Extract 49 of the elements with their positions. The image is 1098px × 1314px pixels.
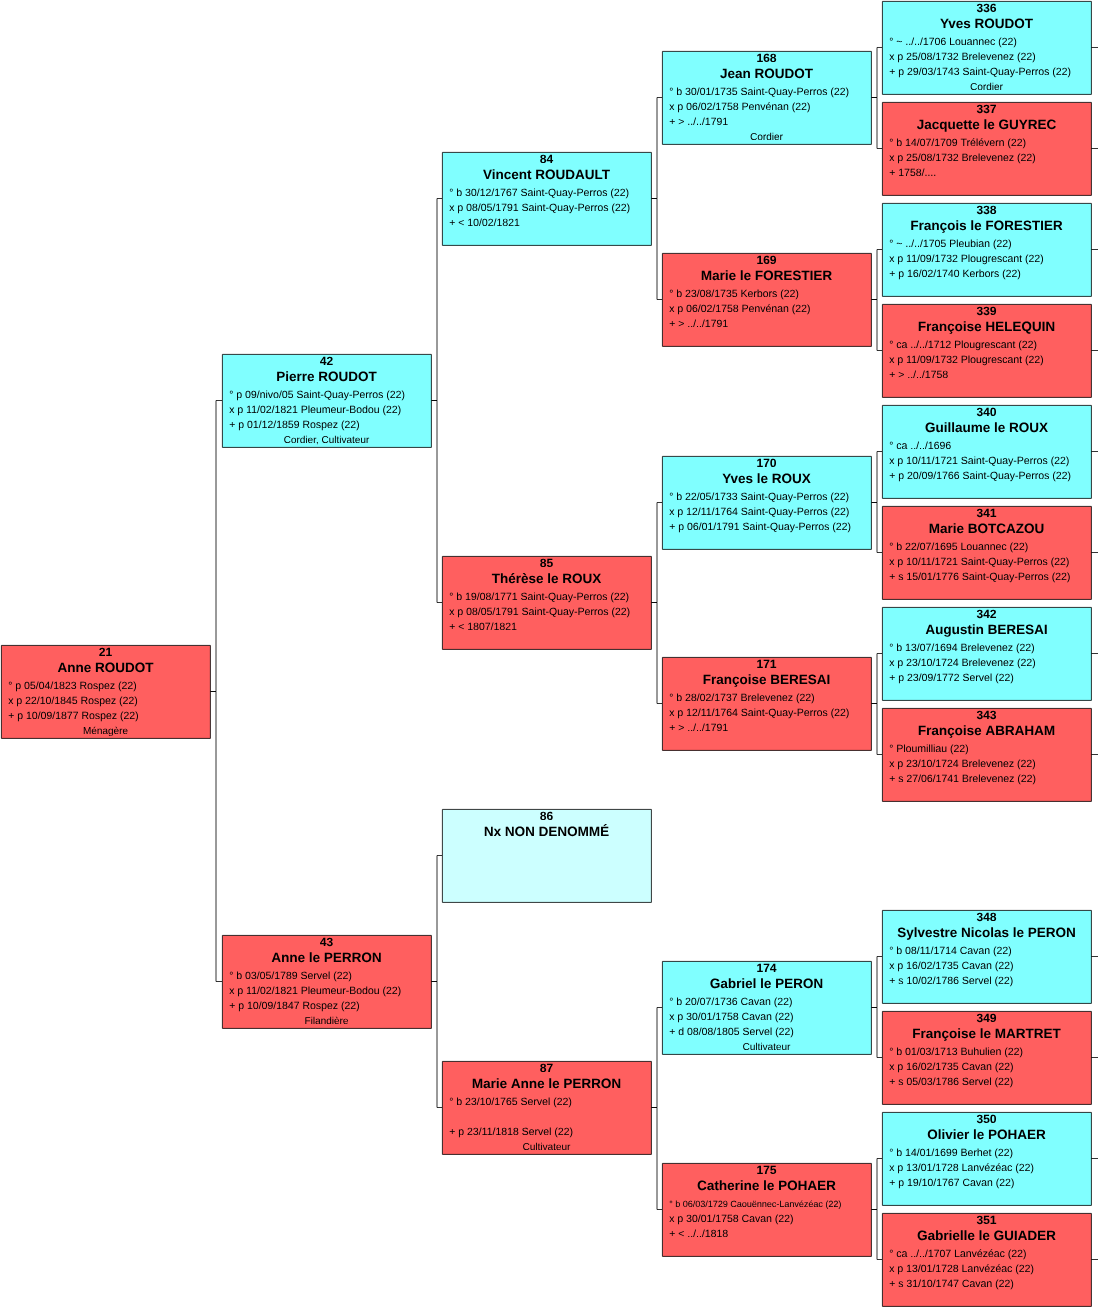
person-box: 348 Sylvestre Nicolas le PERON ° b 08/11/1714 Cavan (22) x p 16/02/1735 Cavan (22) + s 10/02/1786 Servel (22)	[882, 910, 1092, 1004]
connector-stub	[1090, 47, 1098, 48]
connector-stub	[1090, 1158, 1098, 1159]
connector-stub	[1090, 249, 1098, 250]
person-box: 349 Françoise le MARTRET ° b 01/03/1713 Buhulien (22) x p 16/02/1735 Cavan (22) + s 05/03/1786 Servel (22)	[882, 1011, 1092, 1105]
person-box: 339 Françoise HELEQUIN ° ca ../../1712 Plougrescant (22) x p 11/09/1732 Plougrescant (22) + > ../../1758	[882, 304, 1092, 398]
person-box: 174 Gabriel le PERON ° b 20/07/1736 Cavan (22) x p 30/01/1758 Cavan (22) + d 08/08/1805 Servel (22) Cultivateur	[662, 961, 872, 1055]
tree-connector	[870, 502, 883, 553]
person-box: 341 Marie BOTCAZOU ° b 22/07/1695 Louannec (22) x p 10/11/1721 Saint-Quay-Perros (22) + s 15/01/1776 Saint-Quay-Perros (22)	[882, 506, 1092, 600]
person-box: 350 Olivier le POHAER ° b 14/01/1699 Berhet (22) x p 13/01/1728 Lanvézéac (22) + p 19/10/1767 Cavan (22)	[882, 1112, 1092, 1206]
tree-connector	[870, 97, 883, 149]
tree-connector	[870, 299, 883, 351]
person-box: 21 Anne ROUDOT ° p 05/04/1823 Rospez (22) x p 22/10/1845 Rospez (22) + p 10/09/1877 Rospez (22) Ménagère	[1, 645, 211, 739]
tree-connector	[870, 1209, 883, 1260]
person-box: 85 Thérèse le ROUX ° b 19/08/1771 Saint-Quay-Perros (22) x p 08/05/1791 Saint-Quay-Perros (22) + < 1807/1821	[442, 556, 652, 650]
person-box: 169 Marie le FORESTIER ° b 23/08/1735 Kerbors (22) x p 06/02/1758 Penvénan (22) + > ../../1791	[662, 253, 872, 347]
tree-connector	[650, 602, 663, 704]
connector-stub	[1090, 552, 1098, 553]
connector-stub	[1090, 350, 1098, 351]
person-box: 171 Françoise BERESAI ° b 28/02/1737 Brelevenez (22) x p 12/11/1764 Saint-Quay-Perros (22) + > ../../1791	[662, 657, 872, 751]
connector-stub	[1090, 754, 1098, 755]
tree-connector	[870, 703, 883, 755]
connector-stub	[1090, 148, 1098, 149]
person-box: 43 Anne le PERRON ° b 03/05/1789 Servel (22) x p 11/02/1821 Pleumeur-Bodou (22) + p 10/09/1847 Rospez (22) Filandière	[222, 935, 432, 1029]
connector-stub	[1090, 1259, 1098, 1260]
person-box: 86 Nx NON DENOMMÉ	[442, 809, 652, 903]
connector-stub	[1090, 1057, 1098, 1058]
person-box: 340 Guillaume le ROUX ° ca ../../1696 x p 10/11/1721 Saint-Quay-Perros (22) + p 20/09/1766 Saint-Quay-Perros (22)	[882, 405, 1092, 499]
person-box: 338 François le FORESTIER ° ~ ../../1705 Pleubian (22) x p 11/09/1732 Plougrescant (22) + p 16/02/1740 Kerbors (22)	[882, 203, 1092, 297]
person-box: 351 Gabrielle le GUIADER ° ca ../../1707 Lanvézéac (22) x p 13/01/1728 Lanvézéac (22) + s 31/10/1747 Cavan (22)	[882, 1213, 1092, 1307]
person-box: 336 Yves ROUDOT ° ~ ../../1706 Louannec (22) x p 25/08/1732 Brelevenez (22) + p 29/03/1743 Saint-Quay-Perros (22) Cordier	[882, 1, 1092, 95]
person-box: 342 Augustin BERESAI ° b 13/07/1694 Brelevenez (22) x p 23/10/1724 Brelevenez (22) + p 23/09/1772 Servel (22)	[882, 607, 1092, 701]
tree-connector	[430, 981, 443, 1108]
person-box: 337 Jacquette le GUYREC ° b 14/07/1709 Trélévern (22) x p 25/08/1732 Brelevenez (22) + 1758/....	[882, 102, 1092, 196]
tree-connector	[870, 1007, 883, 1058]
tree-connector	[650, 198, 663, 300]
person-box: 42 Pierre ROUDOT ° p 09/nivo/05 Saint-Quay-Perros (22) x p 11/02/1821 Pleumeur-Bodou (22) + p 01/12/1859 Rospez (22) Cordier, Cultivateur	[222, 354, 432, 448]
person-box: 170 Yves le ROUX ° b 22/05/1733 Saint-Quay-Perros (22) x p 12/11/1764 Saint-Quay-Perros (22) + p 06/01/1791 Saint-Quay-Perros (22)	[662, 456, 872, 550]
connector-stub	[1090, 956, 1098, 957]
connector-stub	[1090, 451, 1098, 452]
person-box: 175 Catherine le POHAER ° b 06/03/1729 Caouënnec-Lanvézéac (22) x p 30/01/1758 Cavan (22) + < ../../1818	[662, 1163, 872, 1257]
tree-connector	[650, 1107, 663, 1210]
person-box: 87 Marie Anne le PERRON ° b 23/10/1765 Servel (22) + p 23/11/1818 Servel (22) Cultivateur	[442, 1061, 652, 1155]
person-box: 168 Jean ROUDOT ° b 30/01/1735 Saint-Quay-Perros (22) x p 06/02/1758 Penvénan (22) + > ../../1791 Cordier	[662, 51, 872, 145]
connector-stub	[1090, 653, 1098, 654]
person-box: 84 Vincent ROUDAULT ° b 30/12/1767 Saint-Quay-Perros (22) x p 08/05/1791 Saint-Quay-Perros (22) + < 10/02/1821	[442, 152, 652, 246]
tree-connector	[430, 400, 443, 603]
person-box: 343 Françoise ABRAHAM ° Ploumilliau (22) x p 23/10/1724 Brelevenez (22) + s 27/06/1741 Brelevenez (22)	[882, 708, 1092, 802]
tree-connector	[209, 691, 223, 982]
